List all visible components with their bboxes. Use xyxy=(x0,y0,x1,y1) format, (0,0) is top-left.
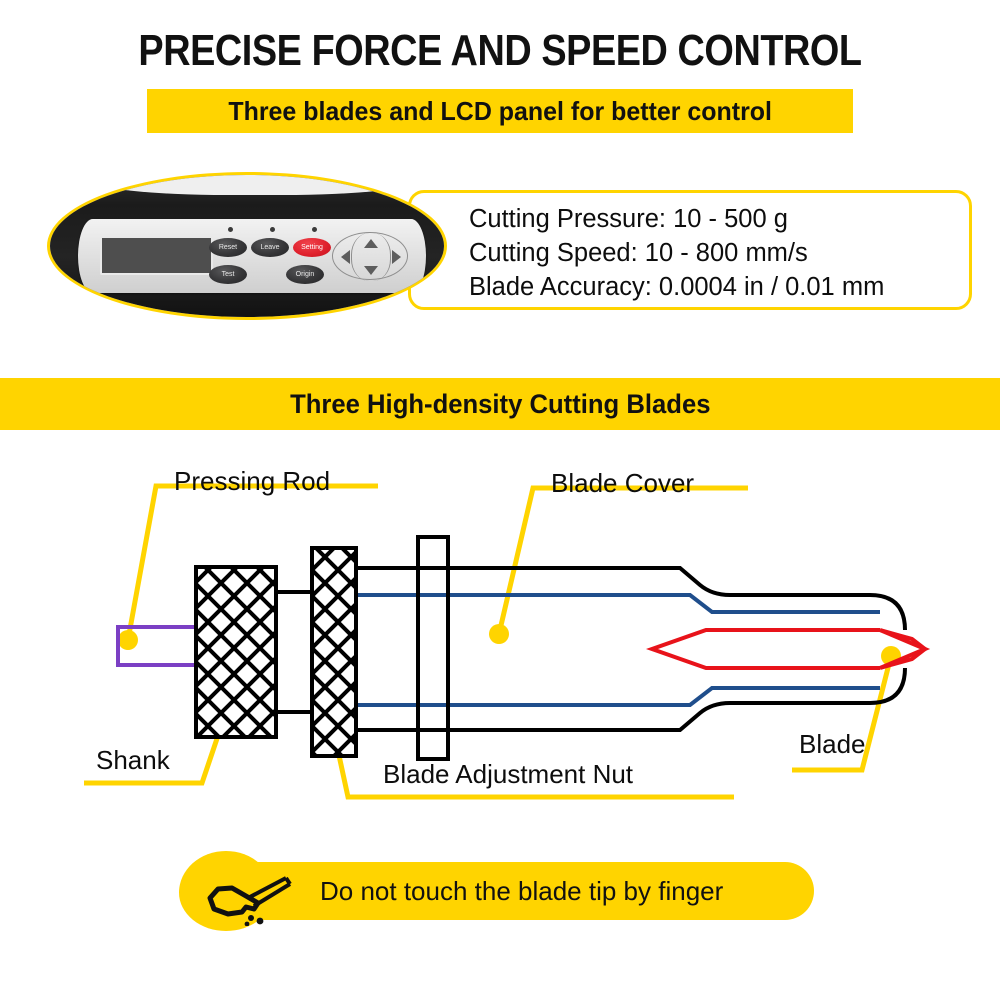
page-title: PRECISE FORCE AND SPEED CONTROL xyxy=(138,26,862,75)
spec-line-cutting-speed: Cutting Speed: 10 - 800 mm/s xyxy=(469,239,808,267)
hand-pricked-by-blade-icon xyxy=(207,876,292,926)
leave-button[interactable]: Leave xyxy=(251,238,289,257)
label-pressing-rod: Pressing Rod xyxy=(174,466,331,496)
arrow-left-icon[interactable] xyxy=(341,250,350,264)
leader-blade xyxy=(792,655,894,773)
label-blade-adjustment-nut: Blade Adjustment Nut xyxy=(383,759,634,789)
setting-button[interactable]: Setting xyxy=(293,238,331,257)
arrow-down-icon[interactable] xyxy=(364,266,378,275)
label-blade: Blade xyxy=(799,729,866,759)
warning-text: Do not touch the blade tip by finger xyxy=(320,875,724,906)
spec-line-blade-accuracy: Blade Accuracy: 0.0004 in / 0.01 mm xyxy=(469,273,885,301)
dpad-center-divider xyxy=(351,233,391,281)
lcd-screen xyxy=(100,236,213,275)
inner-sleeve xyxy=(352,593,880,707)
spec-line-cutting-pressure: Cutting Pressure: 10 - 500 g xyxy=(469,205,788,233)
arrow-up-icon[interactable] xyxy=(364,239,378,248)
direction-pad[interactable] xyxy=(332,232,408,281)
section-banner: Three High-density Cutting Blades xyxy=(0,378,1000,430)
origin-button[interactable]: Origin xyxy=(286,265,324,284)
shank-part xyxy=(194,565,278,739)
machine-top-sheen xyxy=(90,175,420,195)
reset-button[interactable]: Reset xyxy=(209,238,247,257)
control-panel-photo: Reset Leave Setting Test Origin xyxy=(47,172,447,320)
leader-dot-blade-cover xyxy=(489,624,509,644)
blade-adjustment-nut-part xyxy=(310,546,358,758)
specifications-box: Cutting Pressure: 10 - 500 g Cutting Spe… xyxy=(408,190,972,310)
blade-part xyxy=(645,628,931,670)
arrow-right-icon[interactable] xyxy=(392,250,401,264)
section-banner-text: Three High-density Cutting Blades xyxy=(289,388,711,419)
subtitle-banner: Three blades and LCD panel for better co… xyxy=(147,89,853,133)
subtitle-text: Three blades and LCD panel for better co… xyxy=(228,95,772,126)
led-indicator-3 xyxy=(312,227,317,232)
blade-diagram: Pressing Rod Blade Cover Shank Blade Adj… xyxy=(0,440,1000,840)
leader-pressing-rod xyxy=(125,483,378,641)
blade-diagram-svg xyxy=(84,483,931,800)
label-shank: Shank xyxy=(96,745,170,775)
control-panel-face: Reset Leave Setting Test Origin xyxy=(78,219,426,293)
label-blade-cover: Blade Cover xyxy=(551,468,695,498)
test-button[interactable]: Test xyxy=(209,265,247,284)
led-indicator-2 xyxy=(270,227,275,232)
led-indicator-1 xyxy=(228,227,233,232)
leader-dot-pressing-rod xyxy=(118,630,138,650)
warning-banner: Do not touch the blade tip by finger xyxy=(179,851,814,931)
leader-blade-cover xyxy=(496,485,748,635)
collar-ring xyxy=(416,535,450,761)
